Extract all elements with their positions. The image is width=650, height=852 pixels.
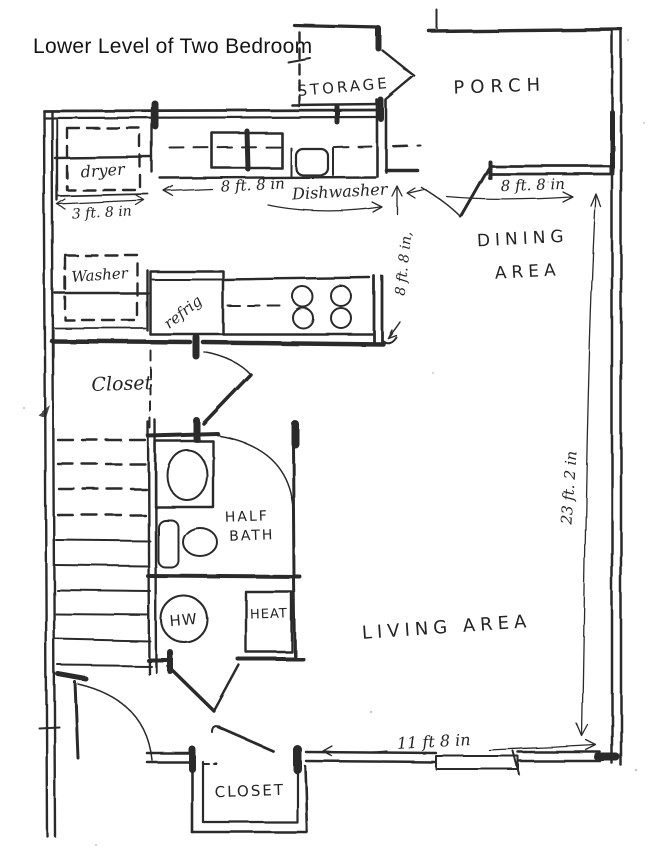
kitchen-counter: [158, 128, 421, 180]
closet-door: [211, 725, 275, 753]
stove-burner: [292, 286, 314, 308]
toilet: [157, 519, 218, 568]
label-porch: PORCH: [453, 74, 546, 98]
storage-door-arrow: [380, 48, 416, 101]
label-dim-dryer: 3 ft. 8 in: [71, 203, 132, 222]
storage-room: [287, 23, 416, 122]
porch-dining-walls: [375, 98, 615, 219]
stove-burner: [330, 285, 352, 307]
lower-closet: [188, 725, 309, 834]
label-dishwasher: Dishwasher: [291, 179, 390, 203]
dining-door: [420, 166, 491, 219]
label-refrigerator: refrig: [160, 292, 205, 333]
exterior-walls: [38, 9, 623, 838]
water-heater: [160, 595, 208, 643]
patio-door-sill: [435, 750, 520, 775]
page-title: Lower Level of Two Bedroom: [33, 35, 312, 58]
utility-door: [166, 663, 241, 713]
refrigerator: [148, 269, 225, 336]
stove-burner: [292, 307, 314, 329]
label-dim-right: 23 ft. 2 in: [557, 450, 580, 526]
kitchen-right-wall: [372, 274, 384, 346]
label-hot-water: HW: [169, 610, 199, 630]
label-living: LIVING AREA: [361, 611, 532, 644]
left-wall: [42, 110, 49, 838]
dim-dryer-arrow: [56, 194, 145, 210]
label-heater: HEAT: [250, 606, 288, 622]
scan-speckles: [22, 38, 645, 846]
bottom-wall: [145, 750, 620, 764]
label-closet-lower: CLOSET: [214, 781, 285, 801]
label-dryer: dryer: [80, 159, 127, 181]
label-washer: Washer: [71, 264, 129, 286]
hall-door: [192, 333, 253, 443]
stair-wall: [146, 420, 151, 676]
dishwasher-arrow: [267, 185, 427, 215]
dim-dining-arrow: [446, 191, 574, 203]
bath-sink: [153, 439, 215, 509]
entry-door: [55, 671, 153, 761]
stove: [221, 274, 384, 346]
bath-door-arc: [219, 435, 294, 509]
label-dining-1: DINING: [476, 227, 569, 252]
utility-room: [146, 576, 305, 713]
washer-unit: [53, 253, 150, 332]
kitchen-top-wall: [42, 108, 379, 113]
dishwasher-unit: [290, 147, 334, 178]
kitchen-sink: [210, 128, 284, 172]
porch-top-wall: [427, 27, 623, 33]
label-dim-dining: 8 ft. 8 in: [500, 175, 565, 195]
dryer-unit: [53, 106, 154, 202]
label-dim-bottom: 11 ft 8 in: [396, 730, 470, 753]
label-half-bath-1: HALF: [225, 508, 270, 526]
label-storage: STORAGE: [297, 74, 391, 100]
label-closet-upper: Closet: [91, 372, 153, 396]
dim-counter-arrow: [163, 185, 213, 197]
label-half-bath-2: BATH: [229, 527, 275, 545]
label-dim-kitchen-depth: 8 ft. 8 in,: [393, 231, 416, 297]
label-dim-counter: 8 ft. 8 in: [220, 174, 285, 195]
stove-burner: [330, 307, 352, 329]
heater-unit: [244, 590, 294, 654]
label-dining-2: AREA: [494, 260, 561, 283]
dim-bottom-arrow: [322, 739, 597, 757]
half-bath: [146, 420, 302, 580]
dim-kitchen-depth-arrow: [387, 321, 401, 339]
stairs: [54, 418, 158, 676]
interior-walls: [38, 333, 397, 443]
dimension-arrows: [56, 185, 602, 757]
dim-right-arrow: [576, 193, 602, 737]
